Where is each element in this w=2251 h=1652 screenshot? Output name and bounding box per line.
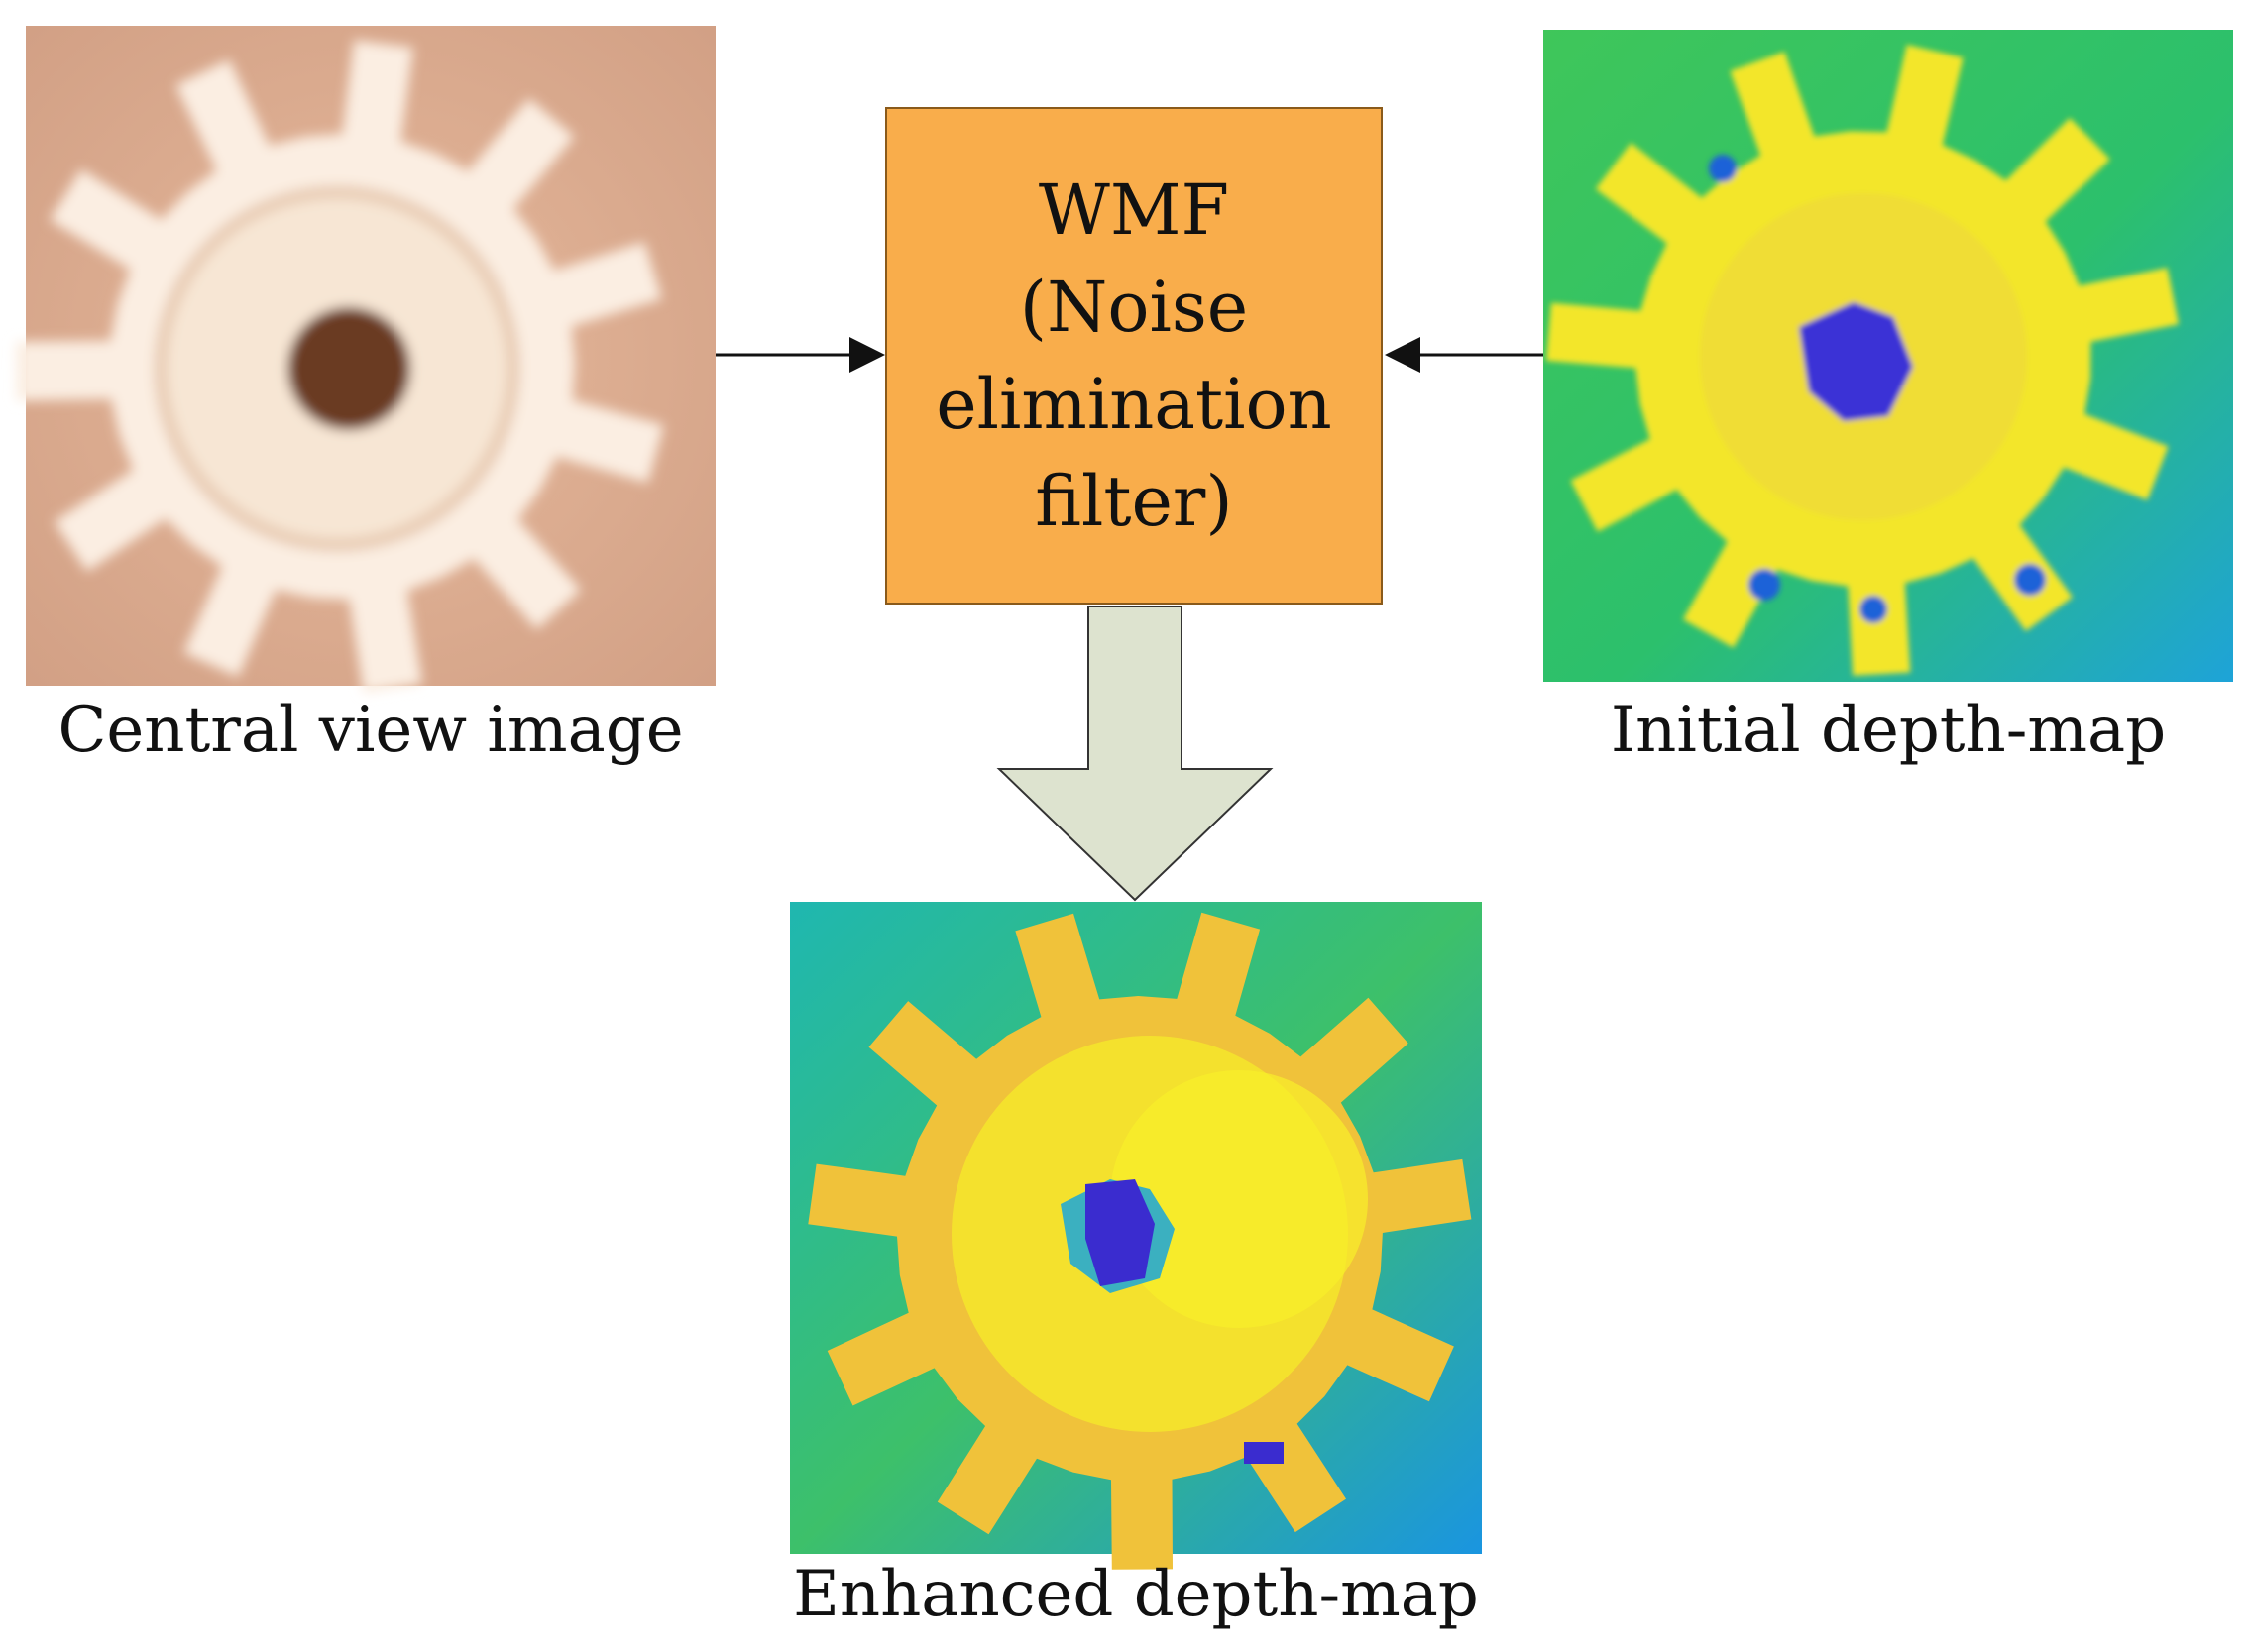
initial-depth-label: Initial depth-map xyxy=(1610,694,2167,767)
initial-depth-map xyxy=(1543,30,2233,682)
central-view-label: Central view image xyxy=(57,694,684,767)
enhanced-depth-map xyxy=(790,902,1482,1570)
filter-title: WMF xyxy=(1038,169,1230,251)
filter-subtitle-line-2: elimination xyxy=(936,364,1332,445)
enhanced-depth-label: Enhanced depth-map xyxy=(793,1558,1479,1631)
arrow-central-to-filter xyxy=(716,337,885,373)
arrow-filter-to-enhanced xyxy=(996,606,1274,902)
filter-subtitle-line-3: filter) xyxy=(1035,461,1233,542)
arrow-initial-to-filter xyxy=(1385,337,1543,373)
central-view-image xyxy=(16,26,716,694)
filter-subtitle-line-1: (Noise xyxy=(1019,267,1249,348)
wmf-filter-box: WMF (Noise elimination filter) xyxy=(885,107,1383,605)
